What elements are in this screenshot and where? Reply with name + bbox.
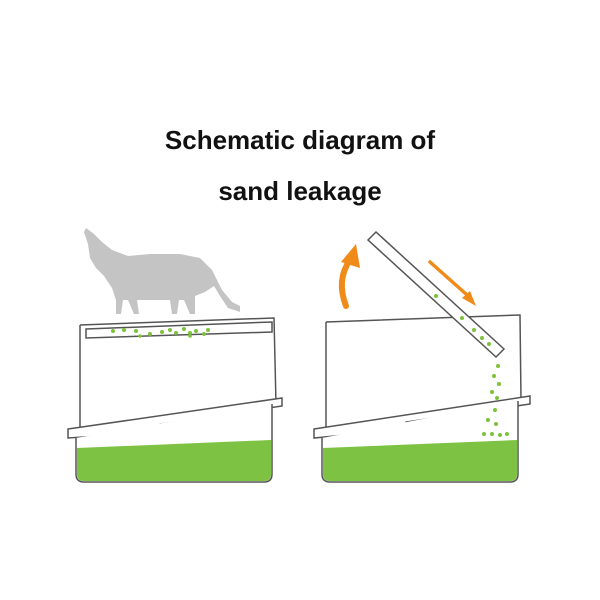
right-litter-fill	[323, 440, 517, 481]
left-litter-fill	[77, 440, 271, 481]
left-box-lid	[85, 321, 273, 339]
right-box-upper	[325, 314, 522, 428]
left-lid-granules	[111, 327, 210, 338]
left-box-upper	[79, 317, 277, 428]
cat-silhouette	[84, 228, 240, 314]
right-lid-granules	[434, 294, 491, 346]
curved-arrow-icon	[338, 244, 360, 309]
straight-arrow-icon	[428, 260, 476, 306]
title-line-1: Schematic diagram of	[164, 125, 436, 155]
right-litter-box	[313, 230, 531, 483]
falling-granules	[482, 364, 509, 437]
title-line-2: sand leakage	[218, 176, 382, 206]
left-litter-box	[67, 228, 283, 483]
